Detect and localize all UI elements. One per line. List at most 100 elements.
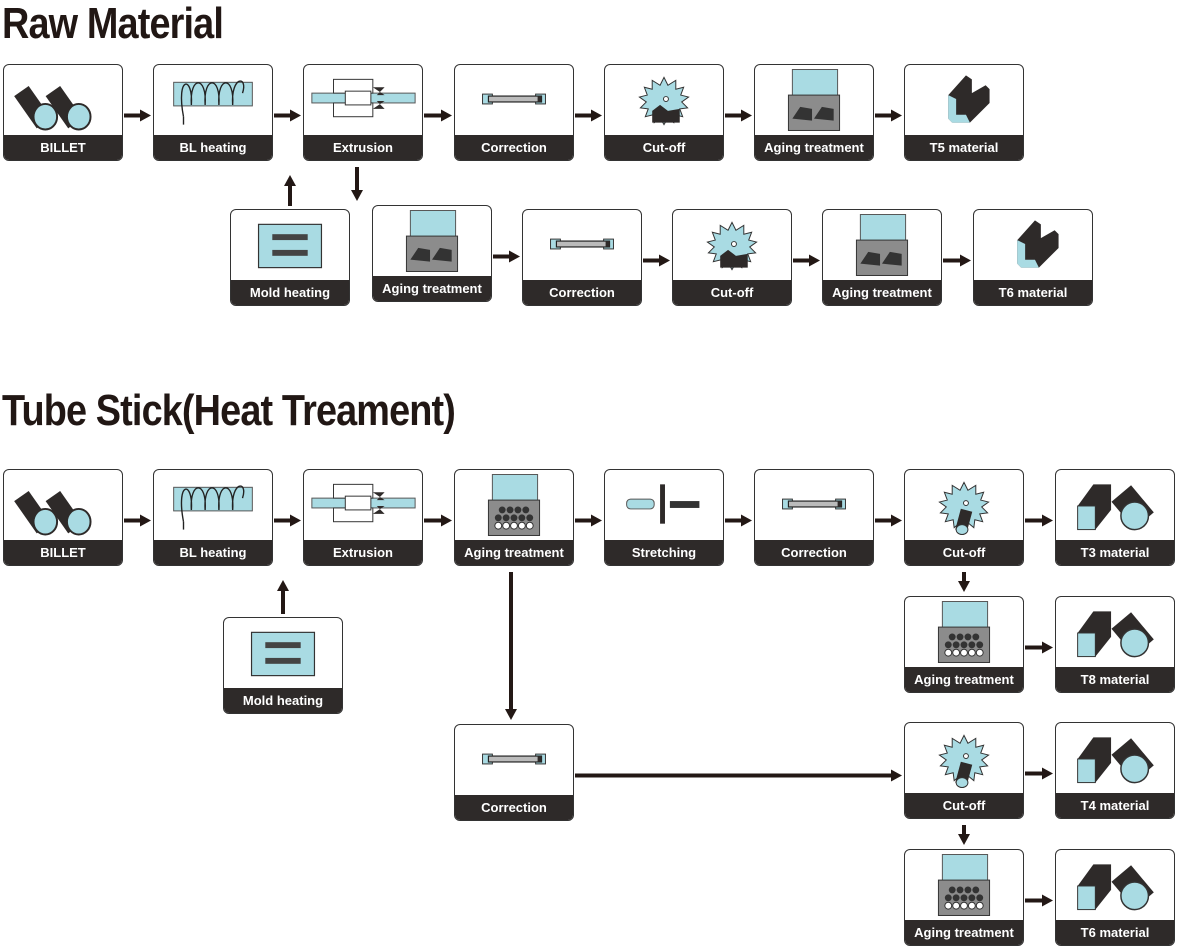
tube-saw-icon [938,481,990,535]
arrow-ts-cutoff-2-to-ts-aging-3 [958,825,970,845]
step-rm-billet: BILLET [3,64,123,161]
correction-bar-icon [482,753,546,765]
arrow-ts-correction-2-to-ts-cutoff-2 [575,769,902,782]
arrow-ts-bl-heating-to-ts-extrusion [274,514,301,527]
arrow-rm-correction-1-to-rm-cutoff-1 [575,109,602,122]
arrow-rm-aging-1-to-rm-t5 [875,109,902,122]
arrow-ts-correction-1-to-ts-cutoff-1 [875,514,902,527]
arrow-ts-extrusion-to-ts-aging-1 [424,514,452,527]
tube-material-icon [1077,611,1154,658]
arrow-ts-aging-1-to-ts-stretching [575,514,602,527]
arrow-rm-extrusion-to-rm-correction-1 [424,109,452,122]
step-label: BILLET [4,540,122,565]
profile-material-icon [948,75,990,123]
step-label: T6 material [974,280,1092,305]
arrow-rm-cutoff-1-to-rm-aging-1 [725,109,752,122]
step-label: Correction [455,795,573,820]
step-label: Correction [523,280,641,305]
aging-oven-icon [405,210,459,272]
arrow-rm-bl-heating-to-rm-extrusion [274,109,301,122]
step-label: Aging treatment [905,667,1023,692]
step-label: Cut-off [905,793,1023,818]
arrow-rm-aging-3-to-rm-t6 [943,254,971,267]
step-ts-correction-1: Correction [754,469,874,566]
aging-tubes-icon [937,601,991,663]
step-label: Stretching [605,540,723,565]
billet-icon [14,85,92,131]
arrow-rm-aging-2-to-rm-correction-2 [493,250,520,263]
step-rm-cutoff-2: Cut-off [672,209,792,306]
arrow-ts-billet-to-ts-bl-heating [124,514,151,527]
arrow-rm-mold-heating-to-rm-bl-heating [284,175,296,206]
step-label: T6 material [1056,920,1174,945]
tube-material-icon [1077,864,1154,911]
saw-blade-icon [706,221,758,271]
step-rm-correction-1: Correction [454,64,574,161]
step-ts-t8: T8 material [1055,596,1175,693]
coil-heating-icon [173,80,253,125]
step-ts-mold-heating: Mold heating [223,617,343,714]
step-ts-extrusion: Extrusion [303,469,423,566]
step-ts-aging-2: Aging treatment [904,596,1024,693]
step-label: T4 material [1056,793,1174,818]
step-label: Cut-off [673,280,791,305]
tube-saw-icon [938,734,990,788]
correction-bar-icon [782,498,846,510]
arrow-ts-mold-heating-to-ts-bl-heating [277,580,289,614]
step-ts-stretching: Stretching [604,469,724,566]
profile-material-icon [1017,220,1059,268]
step-label: Aging treatment [373,276,491,301]
step-ts-cutoff-1: Cut-off [904,469,1024,566]
step-label: Aging treatment [823,280,941,305]
step-label: Cut-off [905,540,1023,565]
step-rm-bl-heating: BL heating [153,64,273,161]
arrow-rm-billet-to-rm-bl-heating [124,109,151,122]
step-label: T8 material [1056,667,1174,692]
step-label: T3 material [1056,540,1174,565]
step-ts-t6: T6 material [1055,849,1175,946]
arrow-rm-cutoff-2-to-rm-aging-3 [793,254,820,267]
arrow-ts-stretching-to-ts-correction-1 [725,514,752,527]
section-title-raw-material: Raw Material [2,0,224,48]
step-label: Cut-off [605,135,723,160]
tube-material-icon [1077,484,1154,531]
step-label: T5 material [905,135,1023,160]
step-ts-bl-heating: BL heating [153,469,273,566]
step-ts-cutoff-2: Cut-off [904,722,1024,819]
step-rm-aging-1: Aging treatment [754,64,874,161]
aging-oven-icon [787,69,841,131]
aging-tubes-icon [937,854,991,916]
step-label: Aging treatment [455,540,573,565]
step-ts-aging-3: Aging treatment [904,849,1024,946]
step-rm-correction-2: Correction [522,209,642,306]
step-rm-cutoff-1: Cut-off [604,64,724,161]
mold-heater-icon [250,631,316,677]
step-label: BL heating [154,135,272,160]
arrow-ts-aging-3-to-ts-t6 [1025,894,1053,907]
mold-heater-icon [257,223,323,269]
arrow-ts-cutoff-1-to-ts-aging-2 [958,572,970,592]
arrow-ts-aging-1-to-ts-correction-2 [505,572,517,720]
step-label: Mold heating [224,688,342,713]
step-label: Aging treatment [755,135,873,160]
saw-blade-icon [638,76,690,126]
step-rm-t5: T5 material [904,64,1024,161]
arrow-ts-aging-2-to-ts-t8 [1025,641,1053,654]
step-ts-aging-1: Aging treatment [454,469,574,566]
arrow-ts-cutoff-1-to-ts-t3 [1025,514,1053,527]
step-rm-mold-heating: Mold heating [230,209,350,306]
step-ts-billet: BILLET [3,469,123,566]
step-label: Correction [755,540,873,565]
correction-bar-icon [550,238,614,250]
step-label: Extrusion [304,135,422,160]
section-title-tube-stick: Tube Stick(Heat Treament) [2,386,456,435]
step-label: Extrusion [304,540,422,565]
extrusion-press-icon [311,78,416,118]
arrow-ts-cutoff-2-to-ts-t4 [1025,767,1053,780]
step-label: BL heating [154,540,272,565]
aging-oven-icon [855,214,909,276]
extrusion-press-icon [311,483,416,523]
stretching-icon [626,484,700,524]
arrow-rm-extrusion-to-rm-aging-2 [351,167,363,201]
